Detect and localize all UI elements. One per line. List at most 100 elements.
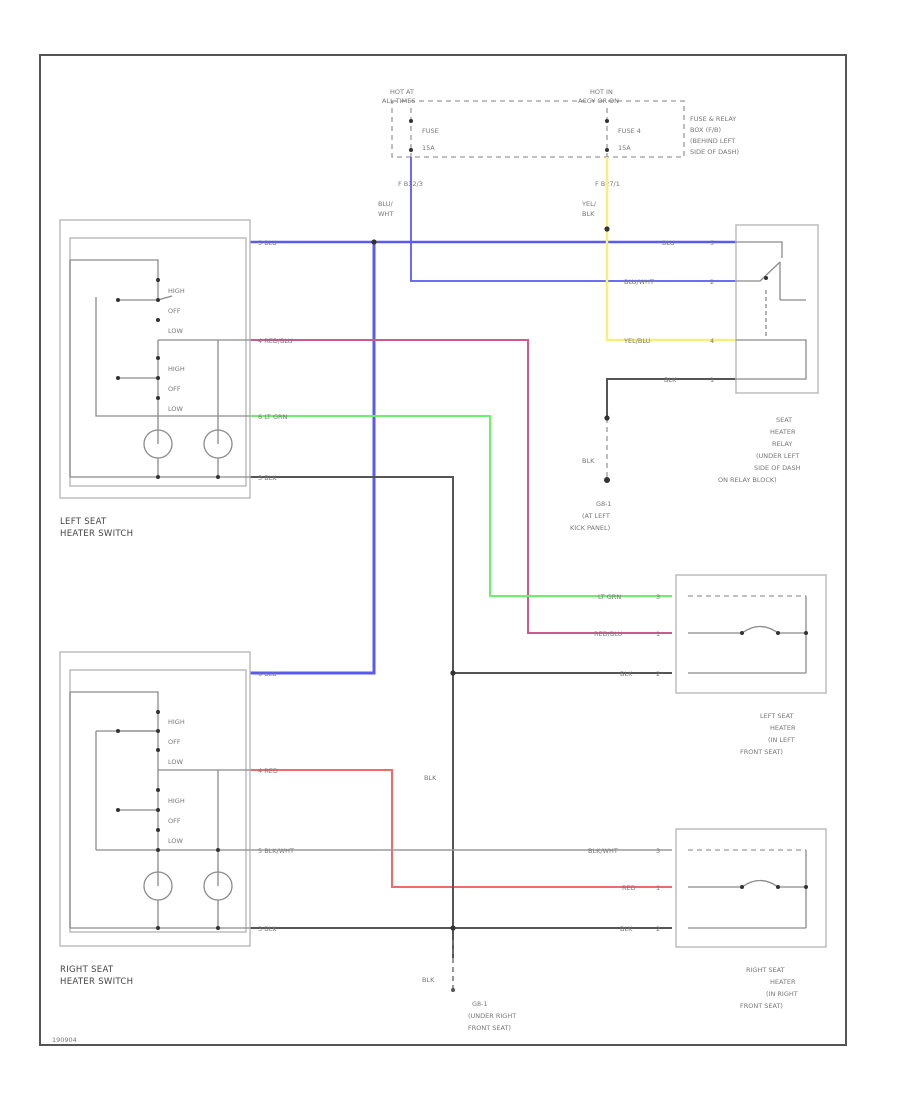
wire-label-blk-mid: BLK <box>424 774 437 782</box>
right-switch-off-2: OFF <box>168 817 181 825</box>
right-switch-caption-1: RIGHT SEAT <box>60 965 114 975</box>
fuse-box-label-2: BOX (F/B) <box>690 126 721 134</box>
right-heater-wire-blk: BLK <box>620 925 633 933</box>
right-heater-label-3: (IN RIGHT <box>766 990 798 998</box>
wire-label-blk-lower: 3 BLK <box>258 925 277 933</box>
fuse-left-rating: 15A <box>422 144 435 152</box>
right-switch-high: HIGH <box>168 718 185 726</box>
wire-blk-ground-trunk <box>250 476 454 958</box>
splice-dot <box>371 239 377 245</box>
relay-box <box>735 224 819 394</box>
diagram-frame <box>39 54 847 1046</box>
right-switch-low: LOW <box>168 758 184 766</box>
wire-red-blu <box>250 339 672 634</box>
relay-wire-blk: BLK <box>664 376 677 384</box>
ground-top-label-2: (AT LEFT <box>582 512 610 520</box>
relay-pin-2: 2 <box>710 278 714 286</box>
splice-dot <box>604 226 610 232</box>
relay-label-4: (UNDER LEFT <box>756 452 799 460</box>
figure-id: 190904 <box>52 1036 77 1044</box>
ground-bottom-label-3: FRONT SEAT) <box>468 1024 511 1032</box>
wire-color-yel-blk-2: BLK <box>582 210 595 218</box>
ground-symbol-bottom <box>451 988 455 992</box>
fuse-right-label: FUSE 4 <box>618 127 641 135</box>
right-heater-pin-1: 1 <box>656 884 660 892</box>
right-heater-internals <box>688 849 808 929</box>
left-switch-low-2: LOW <box>168 405 184 413</box>
left-heater-label-1: LEFT SEAT <box>760 712 794 720</box>
fuse-left-label: FUSE <box>422 127 439 135</box>
right-heater-label-4: FRONT SEAT) <box>740 1002 783 1010</box>
relay-label-5: SIDE OF DASH <box>754 464 801 472</box>
wire-red <box>250 769 672 888</box>
fuse-left-terminal <box>409 148 413 152</box>
left-heater-pin-1: 1 <box>656 630 660 638</box>
wire-yel-blk <box>605 157 736 342</box>
right-heater-wire-red: RED <box>622 884 636 892</box>
left-heater-label-4: FRONT SEAT) <box>740 748 783 756</box>
left-heater-wire-lt-grn: LT GRN <box>598 593 621 601</box>
fuse-box-label-4: SIDE OF DASH) <box>690 148 739 156</box>
hot-at-label-2: ALL TIMES <box>382 97 415 105</box>
relay-wire-blu-wht: BLU/WHT <box>624 278 654 286</box>
fuse-right-terminal <box>605 119 609 123</box>
right-switch-internals <box>69 691 250 930</box>
left-heater-internals <box>688 595 808 674</box>
left-heater-pin-3: 3 <box>656 593 660 601</box>
relay-label-6: ON RELAY BLOCK) <box>718 476 777 484</box>
right-switch-off: OFF <box>168 738 181 746</box>
fuse-box-label-1: FUSE & RELAY <box>690 115 736 123</box>
left-switch-caption-2: HEATER SWITCH <box>60 529 133 539</box>
wire-color-yel-blk: YEL/ <box>581 200 597 208</box>
wire-label-red: 4 RED <box>258 767 278 775</box>
wire-label-blu-lower: 6 BLU <box>258 670 277 678</box>
wire-lt-grn <box>250 415 672 597</box>
fuse-relay-box <box>391 100 685 158</box>
relay-label-1: SEAT <box>776 416 792 424</box>
right-heater-pin-2: 2 <box>656 925 660 933</box>
right-heater-label-1: RIGHT SEAT <box>746 966 785 974</box>
wire-color-blu-wht-2: WHT <box>378 210 393 218</box>
right-switch-caption-2: HEATER SWITCH <box>60 977 133 987</box>
hot-in-label-2: ACCY OR ON <box>578 97 619 105</box>
right-heater-label-2: HEATER <box>770 978 796 986</box>
left-switch-low: LOW <box>168 327 184 335</box>
left-switch-caption-1: LEFT SEAT <box>60 517 107 527</box>
fuse-right-rating: 15A <box>618 144 631 152</box>
left-switch-internals <box>69 259 250 479</box>
wire-label-lt-grn: 6 LT GRN <box>258 413 288 421</box>
wire-label-blu: 5 BLU <box>258 239 277 247</box>
wire-label-blk-wht: 5 BLK/WHT <box>258 847 294 855</box>
ground-top-label-3: KICK PANEL) <box>570 524 610 532</box>
left-heater-pin-2: 2 <box>656 670 660 678</box>
wire-blu-wht <box>410 157 736 282</box>
splice-dot <box>450 670 456 676</box>
wire-color-blu-wht: BLU/ <box>378 200 394 208</box>
fuse-left-terminal <box>409 119 413 123</box>
splice-dot <box>604 415 610 421</box>
right-heater-wire-blk-wht: BLK/WHT <box>588 847 618 855</box>
relay-pin-4: 4 <box>710 337 714 345</box>
ground-bottom-label-1: G8-1 <box>472 1000 488 1008</box>
relay-pin-5: 5 <box>710 239 714 247</box>
wire-label-red-blu: 4 RED/BLU <box>258 337 293 345</box>
wire-label-blk: 3 BLK <box>258 474 277 482</box>
left-heater-wire-blk: BLK <box>620 670 633 678</box>
left-switch-off: OFF <box>168 307 181 315</box>
relay-label-3: RELAY <box>772 440 792 448</box>
hot-in-label: HOT IN <box>590 88 613 96</box>
splice-dot <box>450 925 456 931</box>
left-heater-wire-red-blu: RED/BLU <box>594 630 623 638</box>
wire-blk-relay <box>606 378 736 418</box>
relay-pin-1: 1 <box>710 376 714 384</box>
left-switch-off-2: OFF <box>168 385 181 393</box>
ground-bottom-label-2: (UNDER RIGHT <box>468 1012 516 1020</box>
relay-label-2: HEATER <box>770 428 796 436</box>
ground-top-label-1: G8-1 <box>596 500 612 508</box>
fuse-right-terminal <box>605 148 609 152</box>
left-switch-box <box>59 219 251 499</box>
left-heater-box <box>675 574 827 694</box>
left-heater-label-3: (IN LEFT <box>768 736 795 744</box>
